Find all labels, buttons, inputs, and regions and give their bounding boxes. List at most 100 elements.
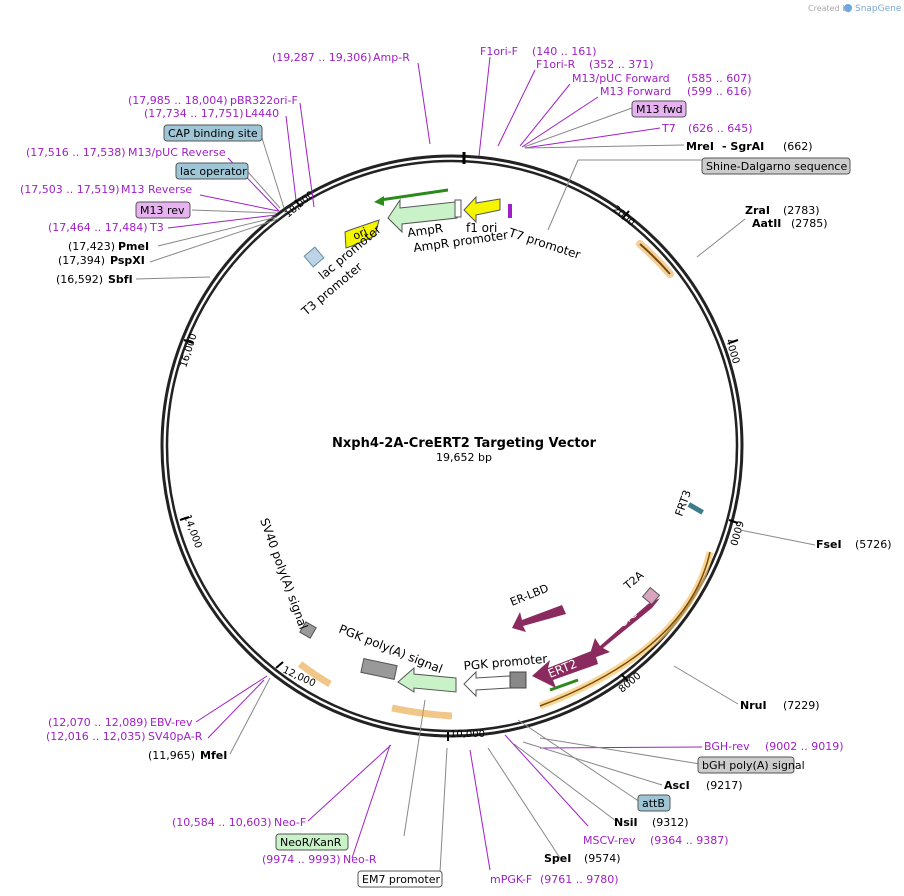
enzyme-aatii: AatII — [752, 217, 781, 230]
enzyme-pspxi-pos: (17,394) — [58, 254, 105, 267]
primer-pbr322ori-range: (17,985 .. 18,004) — [128, 94, 228, 107]
snapgene-brand: SnapGene — [855, 4, 902, 14]
bgh-polya-label: bGH poly(A) signal — [702, 759, 805, 772]
pgk-polya-feature[interactable] — [360, 658, 398, 680]
primer-f1ori-f-name: F1ori-F — [480, 45, 518, 58]
primer-mpgk-f-name: mPGK-F — [490, 873, 532, 886]
enzyme-fsei: FseI — [816, 538, 842, 551]
primer-neo-r-range: (9974 .. 9993) — [262, 853, 341, 866]
ert2-label: ERT2 — [546, 657, 579, 681]
frt3-feature[interactable] — [687, 502, 704, 515]
enzyme-nrui-pos: (7229) — [783, 699, 820, 712]
enzyme-nsii-pos: (9312) — [652, 816, 689, 829]
primer-bgh-rev-name: BGH-rev — [704, 740, 750, 753]
ampr-promoter-feature[interactable] — [454, 199, 462, 218]
attb-box[interactable] — [637, 794, 671, 812]
created-by-text: Created by — [808, 4, 852, 13]
er-lbd-label: ER-LBD — [508, 582, 550, 609]
cre-feature[interactable] — [588, 598, 660, 660]
m13-fwd-box[interactable] — [631, 100, 687, 118]
lac-feature[interactable] — [303, 246, 325, 268]
primer-f1ori-r-name: F1ori-R — [536, 58, 576, 71]
ert2-feature[interactable] — [532, 650, 598, 688]
tick-label-10000: 10,000 — [450, 729, 485, 740]
snapgene-logo-icon — [844, 4, 852, 12]
f1-ori-feature[interactable] — [463, 195, 501, 224]
bgh-polya-box[interactable] — [697, 756, 795, 774]
m13-fwd-label: M13 fwd — [636, 103, 683, 116]
cap-binding-site-label: CAP binding site — [168, 127, 258, 140]
primer-neo-f-name: Neo-F — [274, 816, 306, 829]
enzyme-mrei-pos: (662) — [783, 140, 813, 153]
orange-arc-top-right-core — [639, 243, 671, 275]
primer-neo-r-name: Neo-R — [343, 853, 377, 866]
primer-m13puc-rev-range: (17,516 .. 17,538) — [26, 146, 126, 159]
primer-f1ori-f-range: (140 .. 161) — [532, 45, 597, 58]
enzyme-fsei-pos: (5726) — [855, 538, 892, 551]
f1-ori-label: f1 ori — [466, 221, 497, 235]
primer-m13-fwd-range: (599 .. 616) — [687, 85, 752, 98]
enzyme-pmei: PmeI — [118, 240, 149, 253]
ampr-label: AmpR — [406, 221, 443, 240]
primer-m13puc-rev-name: M13/pUC Reverse — [128, 146, 226, 159]
enzyme-asci-pos: (9217) — [706, 779, 743, 792]
primer-m13-rev-range: (17,503 .. 17,519) — [20, 183, 120, 196]
shine-dalgarno-label: Shine-Dalgarno sequence — [706, 160, 847, 173]
primer-mscv-rev-range: (9364 .. 9387) — [650, 834, 729, 847]
enzyme-sbfi-pos: (16,592) — [56, 273, 103, 286]
em7-promoter-label: EM7 promoter — [362, 873, 440, 886]
enzyme-mrei: MreI — [686, 140, 714, 153]
em7-promoter-box[interactable] — [357, 870, 443, 888]
primer-mpgk-f-range: (9761 .. 9780) — [540, 873, 619, 886]
neor-kanr-box[interactable] — [275, 833, 349, 851]
stripe-arrow-bottom — [549, 678, 579, 692]
tick-label-2000: 2000 — [610, 204, 637, 229]
tick-marks — [179, 199, 739, 741]
enzyme-sgrai: - SgrAI — [722, 140, 764, 153]
lac-operator-label: lac operator — [180, 165, 247, 178]
primer-l4440-range: (17,734 .. 17,751) — [144, 107, 244, 120]
enzyme-pspxi: PspXI — [110, 254, 145, 267]
cre-label: Cre — [615, 606, 640, 630]
pgk-box-feature[interactable] — [509, 671, 527, 689]
er-lbd-feature[interactable] — [512, 605, 566, 632]
t2a-label: T2A — [621, 568, 647, 593]
primer-ebv-rev-name: EBV-rev — [150, 716, 193, 729]
stripe-arrow-top — [379, 188, 449, 202]
pgk-promoter-label: PGK promoter — [463, 652, 548, 673]
enzyme-sbfi: SbfI — [108, 273, 133, 286]
backbone — [160, 154, 744, 738]
t2a-feature[interactable] — [641, 586, 661, 606]
enzyme-pmei-pos: (17,423) — [68, 240, 115, 253]
t7-promoter-feature[interactable] — [508, 204, 512, 218]
primer-m13-rev-name: M13 Reverse — [121, 183, 192, 196]
primer-t3-range: (17,464 .. 17,484) — [48, 221, 148, 234]
enzyme-nrui: NruI — [740, 699, 767, 712]
enzyme-zrai-pos: (2783) — [783, 204, 820, 217]
cre-region-arc-core — [539, 551, 711, 707]
primer-f1ori-r-range: (352 .. 371) — [589, 58, 654, 71]
primer-t7-range: (626 .. 645) — [688, 122, 753, 135]
sv40-polya-feature[interactable] — [299, 621, 317, 639]
primer-m13puc-fwd-name: M13/pUC Forward — [572, 72, 670, 85]
pgk-promoter-feature[interactable] — [463, 670, 511, 698]
m13-rev-box[interactable] — [135, 201, 191, 219]
cap-binding-site-box[interactable] — [163, 124, 263, 142]
sv40-polya-label: SV40 poly(A) signal — [257, 516, 310, 631]
primer-bgh-rev-range: (9002 .. 9019) — [765, 740, 844, 753]
enzyme-spei-pos: (9574) — [584, 852, 621, 865]
primer-l4440-name: L4440 — [245, 107, 279, 120]
neo-feature[interactable] — [397, 666, 457, 693]
ori-feature[interactable] — [344, 219, 380, 249]
orange-arc-bottom — [391, 704, 453, 720]
tick-label-18000: 18,000 — [283, 189, 317, 220]
enzyme-mfei: MfeI — [200, 749, 227, 762]
primer-pbr322ori-name: pBR322ori-F — [230, 94, 298, 107]
primer-m13puc-fwd-range: (585 .. 607) — [687, 72, 752, 85]
orange-arc-left — [297, 661, 332, 688]
attb-label: attB — [642, 797, 665, 810]
shine-dalgarno-box[interactable] — [701, 157, 851, 175]
primer-sv40pa-r-name: SV40pA-R — [148, 730, 203, 743]
plasmid-length: 19,652 bp — [436, 451, 492, 464]
lac-operator-box[interactable] — [175, 162, 249, 180]
